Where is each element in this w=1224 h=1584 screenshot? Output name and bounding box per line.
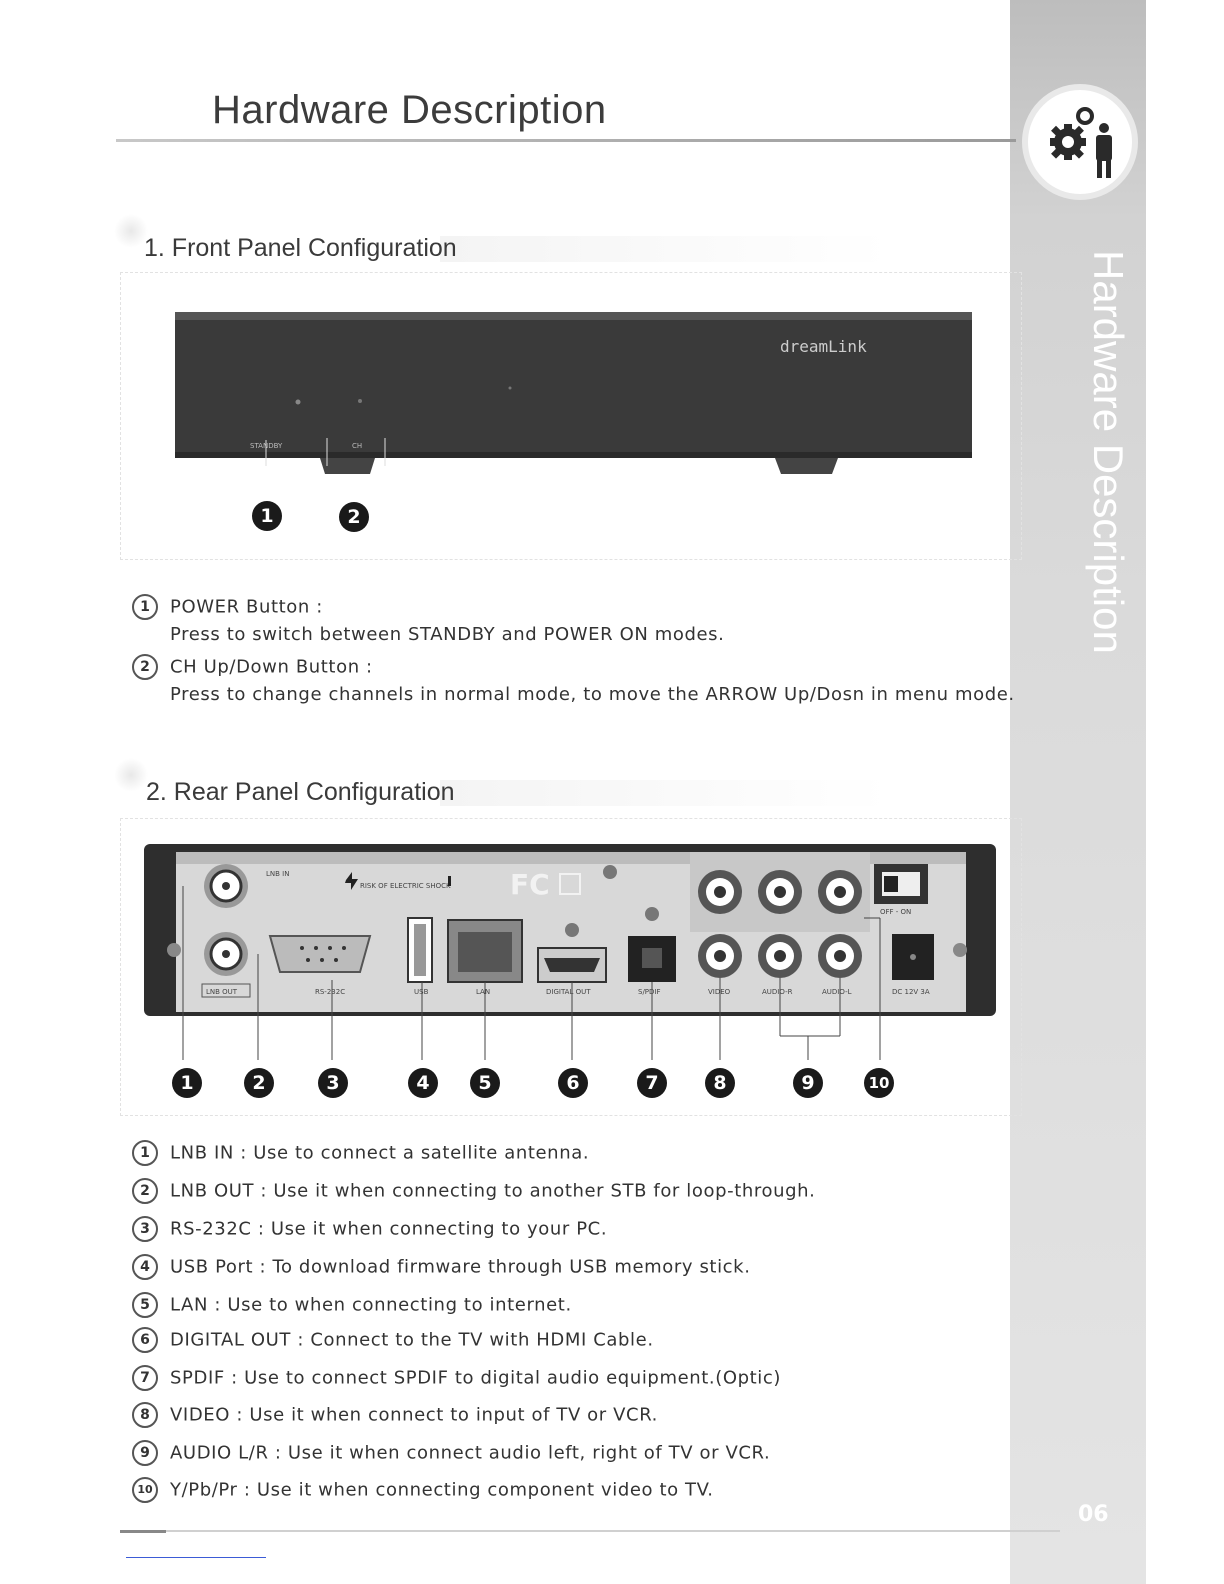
rear-callout-8: 8	[705, 1068, 735, 1098]
fc-mark-icon: FC	[510, 868, 550, 901]
hdmi-port-icon	[537, 947, 607, 983]
ch-label: CH	[352, 442, 362, 450]
rear-callout-3: 3	[318, 1068, 348, 1098]
audio-r-label: AUDIO-R	[762, 988, 793, 996]
section-dot	[114, 758, 148, 792]
front-panel-image: dreamLink STANDBY CH	[175, 312, 972, 474]
audio-l-label: AUDIO-L	[822, 988, 852, 996]
item-number: 4	[132, 1254, 158, 1280]
usb-port-icon	[407, 917, 433, 983]
rear-callout-9: 9	[793, 1068, 823, 1098]
warning-icon: RISK OF ELECTRIC SHOCK	[345, 872, 451, 890]
hardware-gear-person-icon	[1022, 84, 1138, 200]
av-rca-connectors-icon	[698, 934, 862, 978]
lnb-in-label: LNB IN	[266, 870, 289, 878]
brand-logo: dreamLink	[780, 337, 867, 356]
item-number: 9	[132, 1440, 158, 1466]
item-number: 1	[132, 594, 158, 620]
side-tab	[1010, 0, 1146, 1584]
item-description: Press to change channels in normal mode,…	[170, 684, 1015, 705]
side-tab-label: Hardware Description	[1085, 250, 1132, 654]
rs232c-label: RS-232C	[315, 988, 345, 996]
svg-text:RISK OF ELECTRIC SHOCK: RISK OF ELECTRIC SHOCK	[360, 882, 451, 890]
item-number: 6	[132, 1327, 158, 1353]
spdif-port-icon	[628, 936, 676, 982]
item-description: Press to switch between STANDBY and POWE…	[170, 624, 725, 645]
lnb-in-connector-icon	[204, 864, 248, 908]
section-bar	[440, 780, 890, 806]
front-panel-frame	[120, 272, 1022, 560]
rear-callout-6: 6	[558, 1068, 588, 1098]
footer-rule-accent	[120, 1530, 166, 1533]
rear-callout-1: 1	[172, 1068, 202, 1098]
item-number: 1	[132, 1140, 158, 1166]
item-number: 2	[132, 654, 158, 680]
power-switch-icon	[874, 864, 928, 904]
dc-power-label: DC 12V 3A	[892, 988, 930, 996]
standby-label: STANDBY	[250, 442, 283, 450]
lan-port-icon	[447, 919, 523, 983]
lan-label: LAN	[476, 988, 490, 996]
front-callout-1: 1	[252, 501, 282, 531]
item-number: 8	[132, 1402, 158, 1428]
section-dot	[114, 214, 148, 248]
rear-callout-5: 5	[470, 1068, 500, 1098]
item-number: 5	[132, 1292, 158, 1318]
usb-label: USB	[414, 988, 429, 996]
item-number: 3	[132, 1216, 158, 1242]
front-panel-heading: 1. Front Panel Configuration	[144, 234, 457, 262]
video-label: VIDEO	[708, 988, 731, 996]
page-title: Hardware Description	[212, 88, 607, 132]
section-bar	[440, 236, 890, 262]
component-rca-connectors-icon	[698, 870, 862, 914]
digital-out-label: DIGITAL OUT	[546, 988, 591, 996]
footer-blue-rule	[126, 1557, 266, 1558]
item-number: 7	[132, 1365, 158, 1391]
rs232c-port-icon	[268, 935, 372, 973]
lnb-out-connector-icon	[204, 932, 248, 976]
rear-callout-7: 7	[637, 1068, 667, 1098]
rear-callout-4: 4	[408, 1068, 438, 1098]
rear-panel-frame	[120, 818, 1022, 1116]
rear-callout-2: 2	[244, 1068, 274, 1098]
rear-panel-image: LNB IN LNB OUT RISK OF ELECTRIC SHOCK FC…	[144, 844, 996, 1060]
page-number: 06	[1078, 1502, 1109, 1527]
item-number: 10	[132, 1477, 158, 1503]
item-number: 2	[132, 1178, 158, 1204]
footer-rule	[120, 1530, 1060, 1532]
lnb-out-label: LNB OUT	[206, 988, 238, 996]
rear-panel-heading: 2. Rear Panel Configuration	[146, 778, 455, 806]
title-rule	[116, 139, 1016, 142]
spdif-label: S/PDIF	[638, 988, 661, 996]
front-callout-2: 2	[339, 502, 369, 532]
ch-led-icon	[358, 399, 362, 403]
dc-power-jack-icon	[892, 934, 934, 980]
standby-led-icon	[295, 399, 301, 405]
power-switch-label: OFF - ON	[880, 908, 911, 916]
rear-callout-10: 10	[864, 1068, 894, 1098]
